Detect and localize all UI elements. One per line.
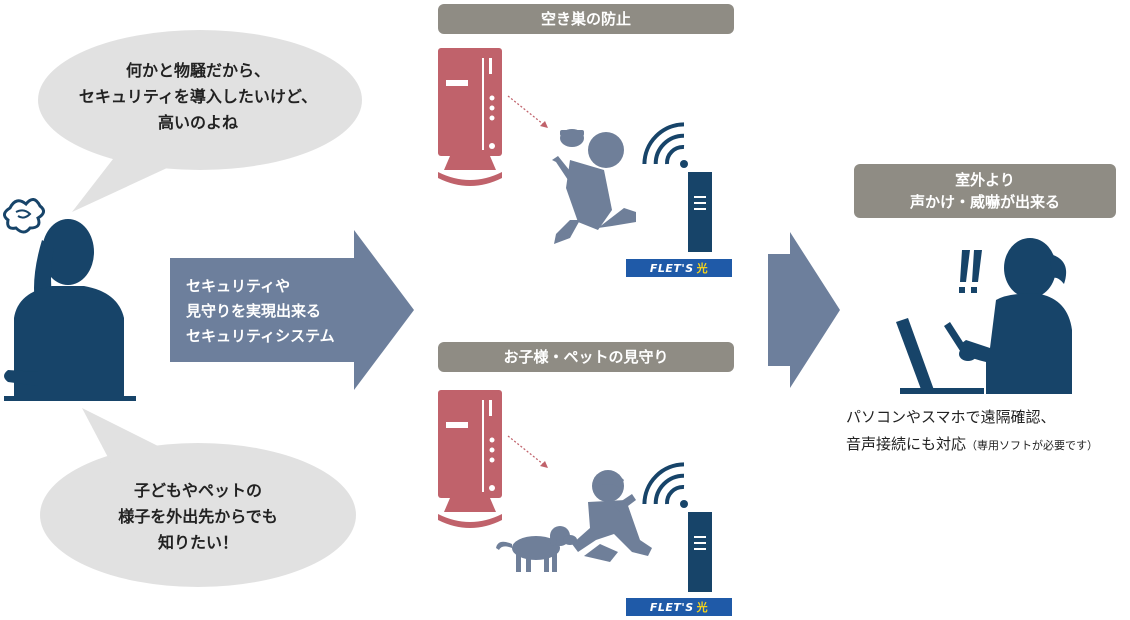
right-arrow [768,232,840,388]
camera-top-icon [438,48,549,186]
center-arrow [170,230,414,390]
speech-bubble-bottom-text: 子どもやペットの 様子を外出先からでも 知りたい！ [118,481,278,552]
child-icon [572,470,652,562]
dog-icon [496,526,577,572]
caption-line-1: パソコンやスマホで遠隔確認、 [846,408,1056,426]
router-bottom-icon [642,462,712,592]
label-burglary-prevention: 空き巣の防止 [438,4,734,34]
label-child-pet-watch: お子様・ペットの見守り [438,342,734,372]
flets-hikari-mark: 光 [696,601,709,614]
flets-hikari-mark: 光 [696,262,709,275]
flets-logo-top-text: FLET'S [649,261,694,275]
speech-bubble-top-text: 何かと物騒だから、 セキュリティを導入したいけど、 高いのよね [78,61,318,132]
woman-with-laptop-icon [896,238,1072,394]
burglar-icon [552,129,636,244]
caption-note: （専用ソフトが必要です） [966,439,1099,452]
camera-bottom-icon [438,390,549,528]
remote-check-caption: パソコンやスマホで遠隔確認、 音声接続にも対応（専用ソフトが必要です） [846,404,1130,459]
speech-bubble-top [38,30,362,212]
worried-woman-icon [3,198,136,401]
label-outdoor-voice: 室外より 声かけ・威嚇が出来る [854,164,1116,218]
caption-line-2: 音声接続にも対応 [846,435,967,453]
flets-logo-bottom-text: FLET'S [649,600,694,614]
speech-bubble-bottom [40,408,356,587]
center-arrow-text: セキュリティや 見守りを実現出来る セキュリティシステム [186,277,335,345]
router-top-icon [642,122,712,252]
